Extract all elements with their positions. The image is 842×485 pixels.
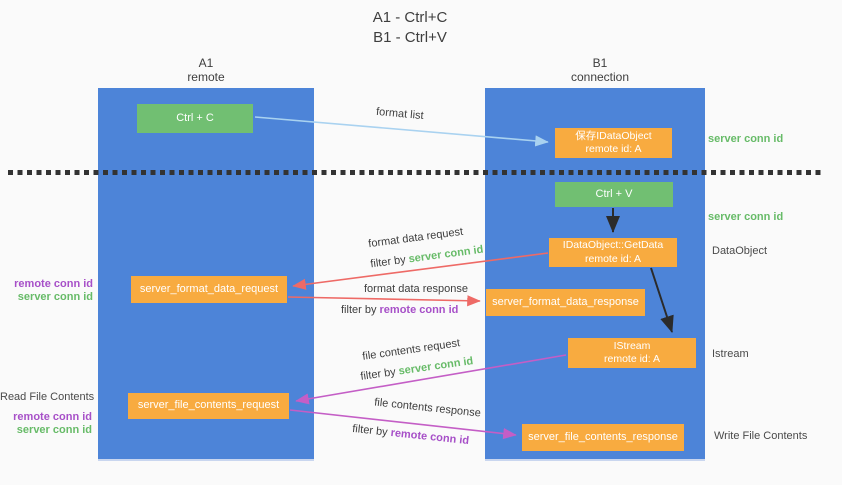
side-label-write-file-contents: Write File Contents — [714, 430, 808, 442]
node-file-response-label: server_file_contents_response — [528, 430, 678, 443]
remote-conn-id-text: remote conn id — [379, 304, 459, 316]
lane-b1-subtitle: connection — [570, 70, 630, 84]
filter-by-text: filter by — [341, 304, 380, 316]
node-server-file-contents-request: server_file_contents_request — [128, 393, 289, 419]
filter-by-text: filter by — [369, 253, 410, 271]
side-label-conn-block-2: remote conn id server conn id — [0, 411, 92, 437]
side-label-dataobject: DataObject — [712, 245, 768, 257]
edge-label-file-contents-response: file contents response — [373, 396, 482, 420]
edge-label-format-data-response: format data response — [364, 283, 468, 295]
side-label-server-conn-id-mid: server conn id — [708, 211, 784, 223]
edge-label-format-data-request: format data request — [367, 225, 464, 251]
edge-label-filter-by-remote-1: filter by remote conn id — [341, 304, 458, 316]
lane-a1-name: A1 — [198, 56, 214, 70]
node-ctrl-v: Ctrl + V — [555, 182, 673, 207]
side-label-conn-block-1: remote conn id server conn id — [0, 278, 93, 304]
node-server-format-data-response: server_format_data_response — [486, 289, 645, 316]
side-label-read-file-contents: Read File Contents — [0, 391, 95, 403]
side-label-istream: Istream — [712, 348, 749, 360]
lane-a1-subtitle: remote — [187, 70, 225, 84]
lane-b1-name: B1 — [592, 56, 608, 70]
node-save-idataobject-line1: 保存IDataObject — [575, 129, 652, 142]
lane-header-b1: B1 connection — [540, 56, 660, 84]
arrow-format-data-response — [287, 295, 481, 307]
node-file-request-label: server_file_contents_request — [137, 399, 280, 412]
diagram-title-line2: B1 - Ctrl+V — [373, 29, 447, 46]
server-conn-id-text: server conn id — [407, 243, 485, 266]
node-save-idataobject: 保存IDataObject remote id: A — [555, 128, 672, 158]
dotted-separator-line — [8, 170, 823, 175]
node-format-response-label: server_format_data_response — [492, 295, 639, 308]
node-format-request-label: server_format_data_request — [139, 282, 279, 295]
node-idataobject-getdata: IDataObject::GetData remote id: A — [549, 238, 677, 267]
node-ctrl-v-label: Ctrl + V — [595, 187, 633, 200]
diagram-title-line1: A1 - Ctrl+C — [372, 9, 448, 26]
side-label-server-conn-id-top: server conn id — [708, 133, 784, 145]
lane-header-a1: A1 remote — [146, 56, 266, 84]
node-getdata-line2: remote id: A — [584, 252, 642, 265]
node-istream-line1: IStream — [613, 339, 651, 352]
node-ctrl-c: Ctrl + C — [137, 104, 253, 133]
filter-by-text: filter by — [359, 365, 400, 383]
side-label-server-conn-id-1: server conn id — [17, 291, 93, 303]
server-conn-id-text: server conn id — [397, 355, 475, 378]
node-server-format-data-request: server_format_data_request — [131, 276, 287, 303]
node-istream-line2: remote id: A — [603, 353, 661, 365]
node-getdata-line1: IDataObject::GetData — [562, 239, 664, 252]
remote-conn-id-text: remote conn id — [389, 426, 470, 448]
side-label-remote-conn-id-2: remote conn id — [13, 411, 92, 423]
diagram-title: A1 - Ctrl+C B1 - Ctrl+V — [310, 8, 510, 48]
filter-by-text: filter by — [351, 422, 392, 439]
node-istream: IStream remote id: A — [568, 338, 696, 368]
edge-label-format-list: format list — [375, 105, 425, 123]
node-server-file-contents-response: server_file_contents_response — [522, 424, 684, 451]
node-save-idataobject-line2: remote id: A — [585, 143, 642, 155]
edge-label-filter-by-remote-2: filter by remote conn id — [352, 423, 470, 447]
side-label-server-conn-id-2: server conn id — [16, 424, 92, 436]
side-label-remote-conn-id-1: remote conn id — [14, 278, 93, 290]
node-ctrl-c-label: Ctrl + C — [176, 111, 214, 124]
